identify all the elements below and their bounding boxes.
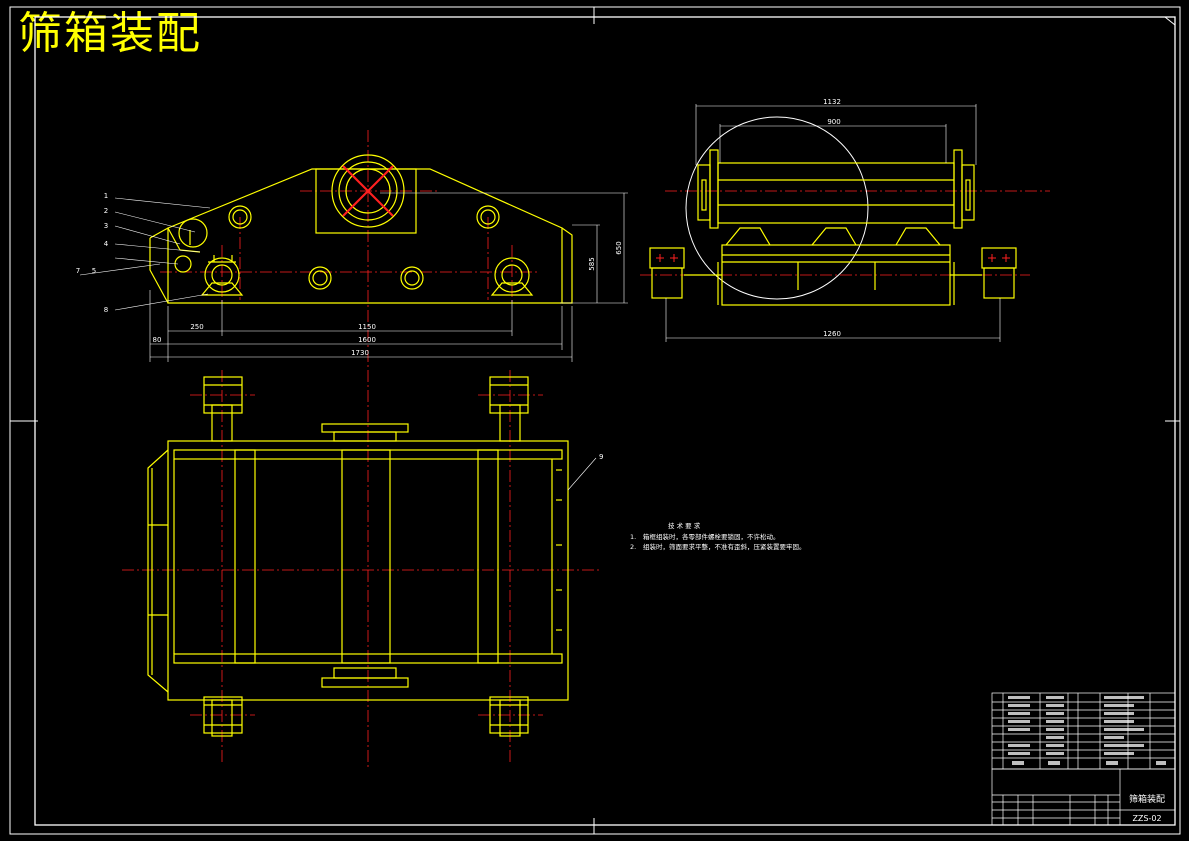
side-view: 1132 900 1260 (640, 98, 1050, 342)
front-outline (149, 154, 573, 304)
dim-900: 900 (827, 118, 840, 126)
dim-1150: 1150 (358, 323, 376, 331)
plan-leader (567, 457, 597, 491)
leader-5: 5 (92, 267, 96, 275)
side-outline (649, 149, 1017, 306)
side-cross-marks (656, 254, 1010, 262)
leader-9: 9 (599, 453, 603, 461)
dim-80: 80 (153, 336, 162, 344)
dim-1730: 1730 (351, 349, 369, 357)
leader-8: 8 (104, 306, 108, 314)
plan-centerlines (122, 370, 600, 765)
dim-250: 250 (190, 323, 203, 331)
technical-notes: 技 术 要 求 1. 箱框组装时，各零部件螺栓要锁固，不许松动。 2. 组装时，… (630, 521, 806, 551)
title-block-name: 筛箱装配 (1129, 793, 1165, 805)
leader-1: 1 (104, 192, 108, 200)
dim-1132: 1132 (823, 98, 841, 106)
dim-1600: 1600 (358, 336, 376, 344)
side-dimension-labels: 1132 900 1260 (823, 98, 841, 338)
plan-view: 9 (122, 370, 603, 765)
front-cross-marks (342, 165, 394, 217)
dim-585: 585 (588, 257, 596, 270)
drawing-title: 筛箱装配 (18, 8, 202, 59)
note-1-number: 1. (630, 533, 636, 541)
title-block-code: ZZS-02 (1132, 814, 1161, 823)
notes-heading: 技 术 要 求 (668, 521, 701, 530)
title-block: 筛箱装配 ZZS-02 (991, 692, 1176, 826)
front-dimensions (79, 192, 628, 362)
leader-3: 3 (104, 222, 108, 230)
dim-650: 650 (615, 241, 623, 254)
note-1-text: 箱框组装时，各零部件螺栓要锁固，不许松动。 (643, 532, 780, 541)
leader-2: 2 (104, 207, 108, 215)
front-dimension-labels: 250 1150 80 1600 1730 585 650 1 2 3 4 7 … (76, 192, 623, 357)
leader-7: 7 (76, 267, 80, 275)
side-dimensions (665, 104, 1001, 342)
leader-4: 4 (104, 240, 109, 248)
sheet-border (9, 6, 1181, 835)
dim-1260: 1260 (823, 330, 841, 338)
parts-list-fill (1008, 696, 1166, 765)
title-grid (991, 768, 1176, 826)
side-swing-circle (685, 116, 869, 300)
note-2-number: 2. (630, 543, 636, 551)
parts-list (991, 692, 1176, 770)
plan-outline (147, 376, 569, 737)
note-2-text: 组装时，筛面要求平整，不准有歪斜，压紧装置要牢固。 (643, 542, 806, 551)
